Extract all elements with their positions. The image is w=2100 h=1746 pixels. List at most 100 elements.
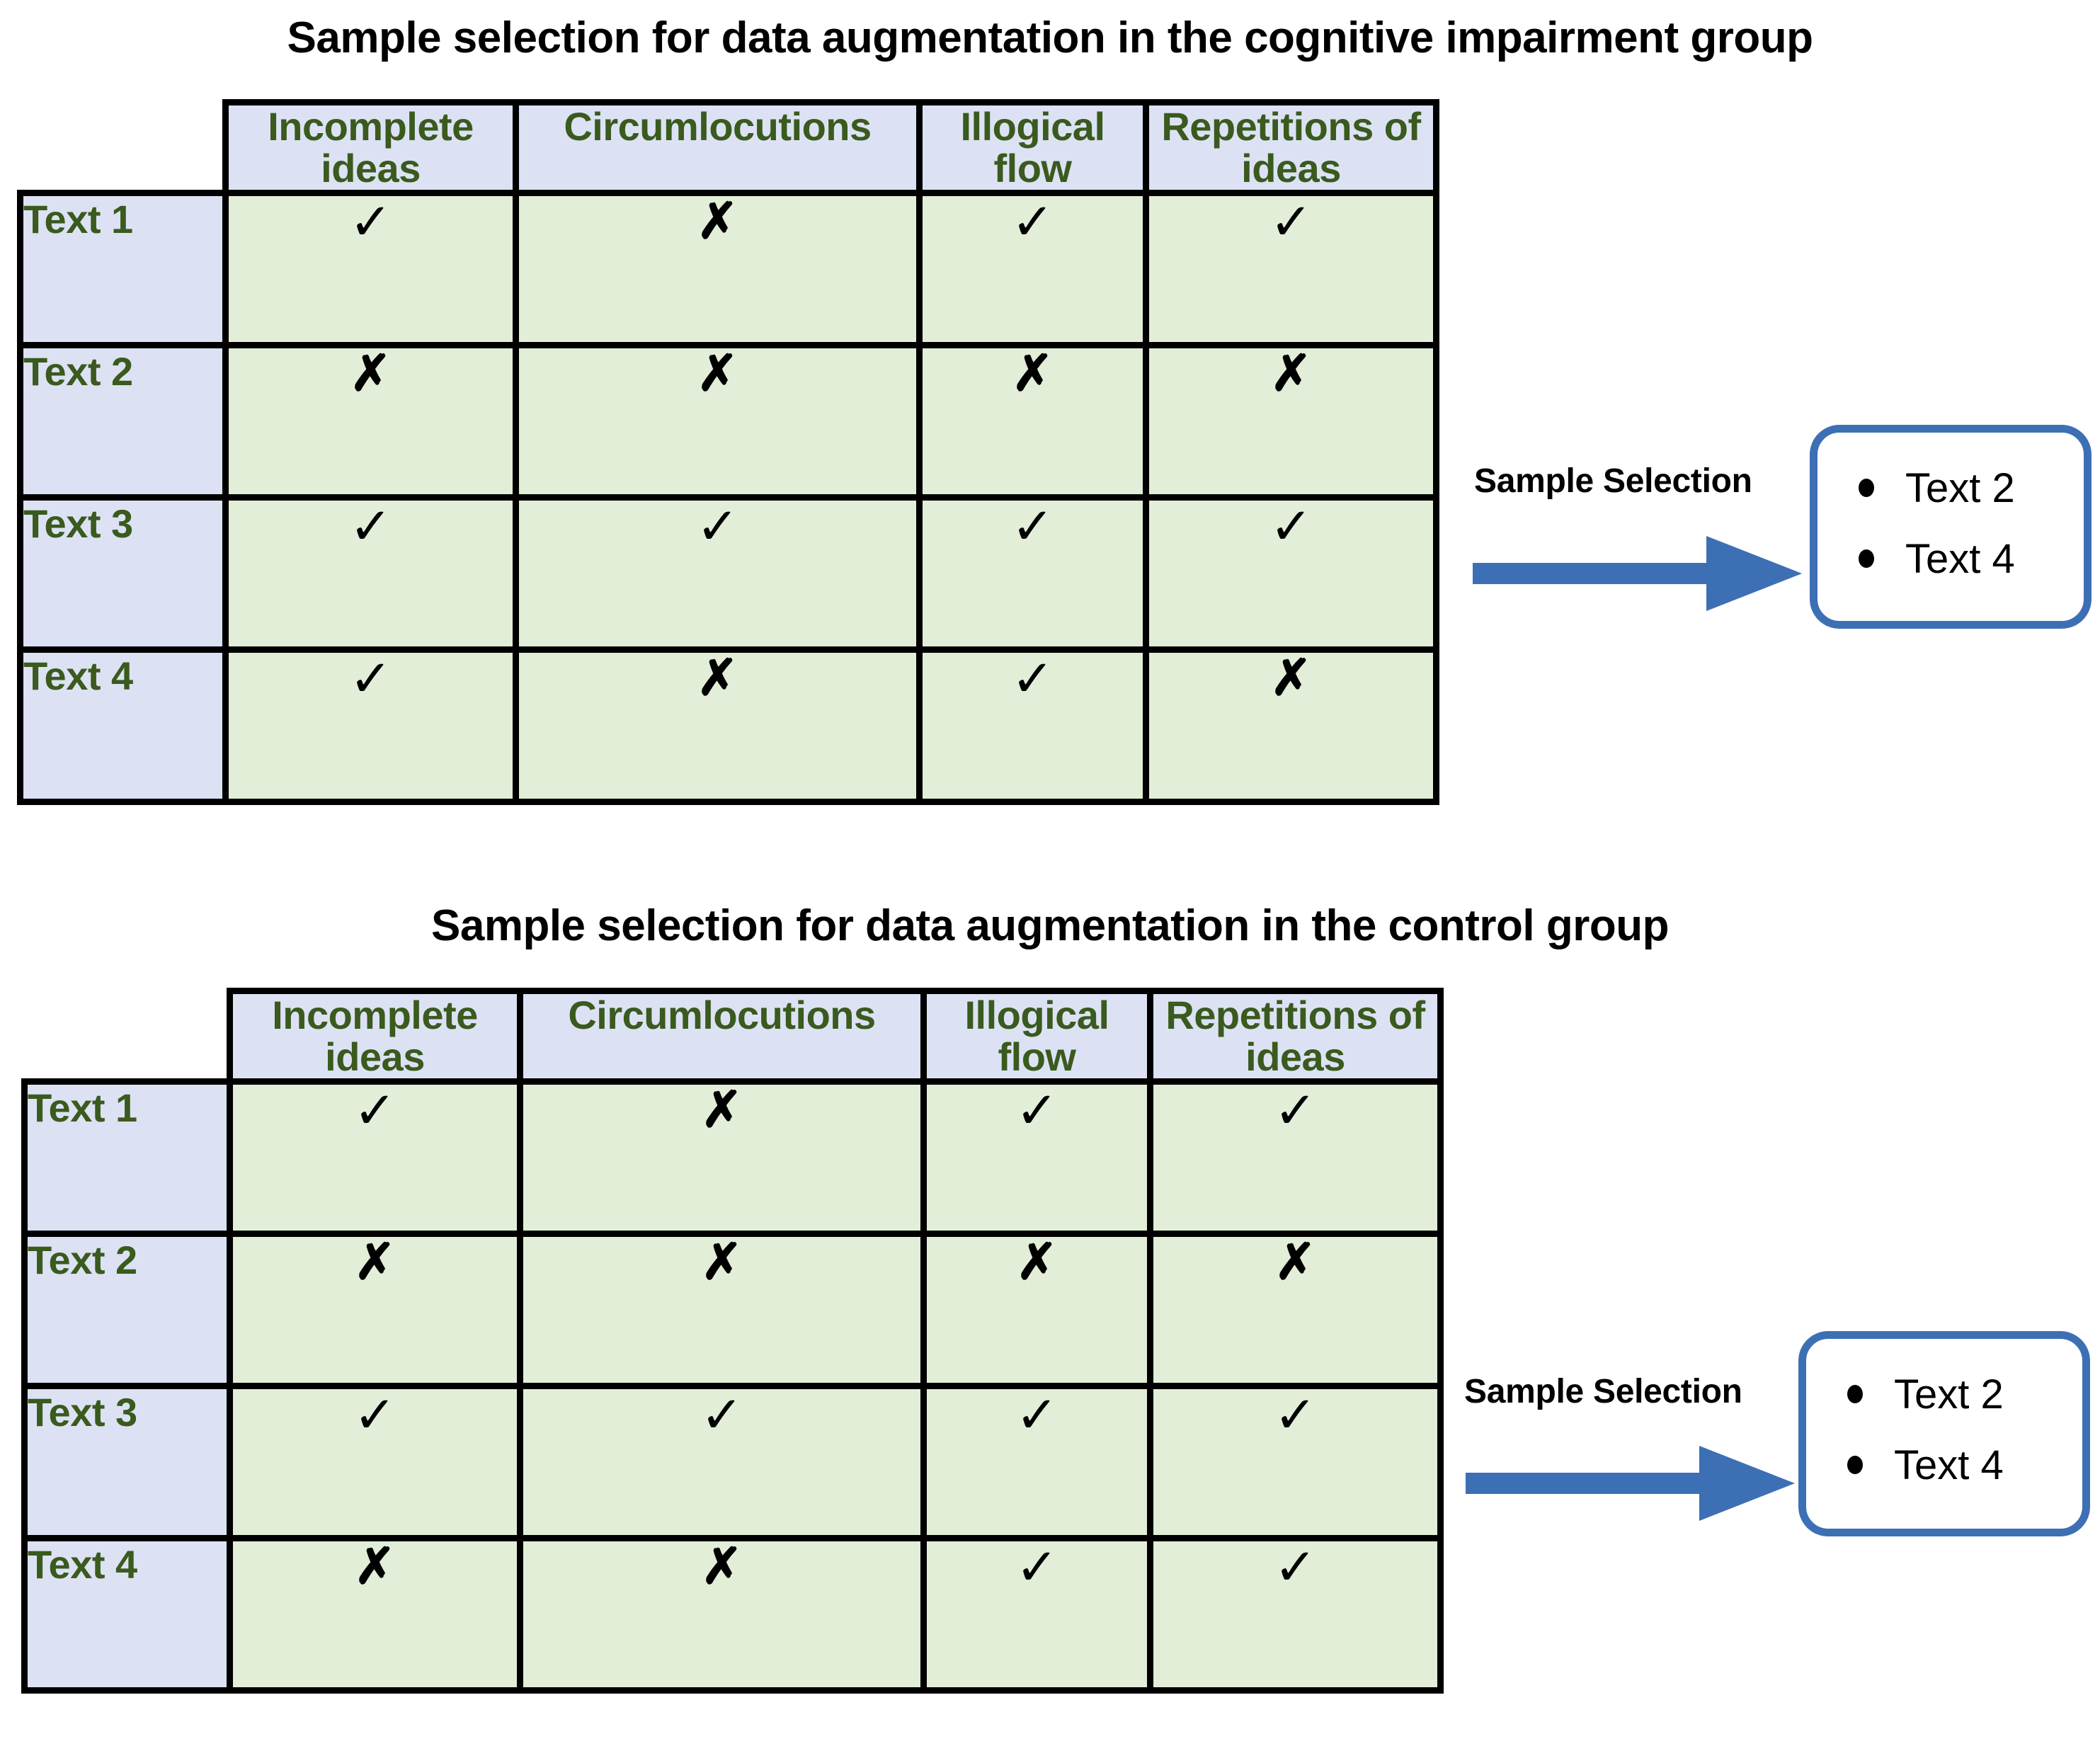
selected-samples-box: Text 2 Text 4 xyxy=(1810,425,2092,629)
cross-icon: ✗ xyxy=(1274,1233,1316,1289)
cell-text4-repetitions-of-ideas: ✗ xyxy=(1143,646,1439,805)
bullet-icon xyxy=(1847,1385,1863,1403)
check-icon: ✓ xyxy=(1015,1384,1058,1444)
selected-samples-list: Text 2 Text 4 xyxy=(1859,452,2015,594)
row-label-text-3: Text 3 xyxy=(21,1382,233,1541)
table-row: Text 1 ✓ ✗ ✓ ✓ xyxy=(17,189,1439,348)
check-icon: ✓ xyxy=(1274,1536,1317,1597)
table-header-row: Incomplete ideas Circumlocutions Illogic… xyxy=(21,99,1439,196)
column-header-circumlocutions: Circumlocutions xyxy=(513,99,923,196)
row-label-text-3: Text 3 xyxy=(17,493,229,653)
cell-text3-incomplete-ideas: ✓ xyxy=(227,1382,523,1541)
selection-matrix: Incomplete ideas Circumlocutions Illogic… xyxy=(21,988,1444,1694)
check-icon: ✓ xyxy=(349,496,392,556)
cross-icon: ✗ xyxy=(697,649,738,705)
column-header-illogical-flow: Illogical flow xyxy=(920,988,1153,1085)
selection-matrix: Incomplete ideas Circumlocutions Illogic… xyxy=(17,99,1439,805)
column-header-illogical-flow: Illogical flow xyxy=(916,99,1149,196)
sample-selection-label: Sample Selection xyxy=(1464,1373,1742,1410)
cell-text1-circumlocutions: ✗ xyxy=(513,189,923,348)
cell-text1-circumlocutions: ✗ xyxy=(517,1078,927,1237)
list-item: Text 2 xyxy=(1859,452,2015,523)
arrow-right-icon xyxy=(1466,1446,1795,1521)
row-label-text-4: Text 4 xyxy=(17,646,229,805)
cross-icon: ✗ xyxy=(350,345,392,401)
selected-sample-label: Text 2 xyxy=(1905,464,2015,511)
cell-text4-illogical-flow: ✓ xyxy=(916,646,1149,805)
cross-icon: ✗ xyxy=(701,1081,743,1137)
row-label-text-2: Text 2 xyxy=(21,1230,233,1389)
cell-text3-illogical-flow: ✓ xyxy=(916,493,1149,653)
corner-spacer xyxy=(21,103,226,193)
cell-text3-repetitions-of-ideas: ✓ xyxy=(1143,493,1439,653)
cell-text3-repetitions-of-ideas: ✓ xyxy=(1147,1382,1444,1541)
table-header-row: Incomplete ideas Circumlocutions Illogic… xyxy=(25,988,1444,1085)
check-icon: ✓ xyxy=(353,1080,396,1140)
table-row: Text 2 ✗ ✗ ✗ ✗ xyxy=(17,341,1439,501)
column-header-incomplete-ideas: Incomplete ideas xyxy=(222,99,519,196)
cell-text2-illogical-flow: ✗ xyxy=(920,1230,1153,1389)
row-label-text-2: Text 2 xyxy=(17,341,229,501)
cell-text4-repetitions-of-ideas: ✓ xyxy=(1147,1534,1444,1694)
cell-text2-repetitions-of-ideas: ✗ xyxy=(1147,1230,1444,1389)
cell-text4-circumlocutions: ✗ xyxy=(513,646,923,805)
table-row: Text 3 ✓ ✓ ✓ ✓ xyxy=(17,493,1439,653)
selected-sample-label: Text 4 xyxy=(1894,1442,2004,1488)
column-header-repetitions-of-ideas: Repetitions of ideas xyxy=(1147,988,1444,1085)
bullet-icon xyxy=(1847,1456,1863,1474)
cell-text3-circumlocutions: ✓ xyxy=(513,493,923,653)
cell-text4-incomplete-ideas: ✗ xyxy=(227,1534,523,1694)
cell-text1-illogical-flow: ✓ xyxy=(916,189,1149,348)
arrow-right-icon xyxy=(1473,536,1802,611)
cell-text1-incomplete-ideas: ✓ xyxy=(227,1078,523,1237)
table-row: Text 4 ✓ ✗ ✓ ✗ xyxy=(17,646,1439,805)
cell-text3-illogical-flow: ✓ xyxy=(920,1382,1153,1541)
check-icon: ✓ xyxy=(1011,191,1054,251)
table-row: Text 4 ✗ ✗ ✓ ✓ xyxy=(21,1534,1444,1694)
cell-text1-incomplete-ideas: ✓ xyxy=(222,189,519,348)
cell-text1-illogical-flow: ✓ xyxy=(920,1078,1153,1237)
row-label-text-1: Text 1 xyxy=(21,1078,233,1237)
panel-title: Sample selection for data augmentation i… xyxy=(287,13,1813,62)
cell-text1-repetitions-of-ideas: ✓ xyxy=(1143,189,1439,348)
cell-text3-circumlocutions: ✓ xyxy=(517,1382,927,1541)
selected-samples-box: Text 2 Text 4 xyxy=(1798,1331,2090,1536)
cross-icon: ✗ xyxy=(354,1538,396,1594)
table-row: Text 2 ✗ ✗ ✗ ✗ xyxy=(21,1230,1444,1389)
cross-icon: ✗ xyxy=(701,1538,743,1594)
check-icon: ✓ xyxy=(1015,1080,1058,1140)
bullet-icon xyxy=(1859,549,1874,568)
cross-icon: ✗ xyxy=(1270,345,1312,401)
check-icon: ✓ xyxy=(700,1384,743,1444)
column-header-repetitions-of-ideas: Repetitions of ideas xyxy=(1143,99,1439,196)
cell-text2-incomplete-ideas: ✗ xyxy=(222,341,519,501)
selected-sample-label: Text 2 xyxy=(1894,1371,2004,1417)
check-icon: ✓ xyxy=(1015,1536,1058,1597)
cross-icon: ✗ xyxy=(1012,345,1054,401)
cell-text2-circumlocutions: ✗ xyxy=(517,1230,927,1389)
check-icon: ✓ xyxy=(1269,496,1313,556)
cell-text4-circumlocutions: ✗ xyxy=(517,1534,927,1694)
cross-icon: ✗ xyxy=(354,1233,396,1289)
row-label-text-1: Text 1 xyxy=(17,189,229,348)
check-icon: ✓ xyxy=(1269,191,1313,251)
cell-text4-illogical-flow: ✓ xyxy=(920,1534,1153,1694)
bullet-icon xyxy=(1859,479,1874,497)
cross-icon: ✗ xyxy=(697,193,738,249)
check-icon: ✓ xyxy=(349,191,392,251)
corner-spacer xyxy=(25,991,230,1082)
panel-title: Sample selection for data augmentation i… xyxy=(430,901,1670,950)
cell-text1-repetitions-of-ideas: ✓ xyxy=(1147,1078,1444,1237)
check-icon: ✓ xyxy=(696,496,739,556)
cross-icon: ✗ xyxy=(1270,649,1312,705)
list-item: Text 2 xyxy=(1847,1359,2004,1430)
column-header-incomplete-ideas: Incomplete ideas xyxy=(227,988,523,1085)
cell-text3-incomplete-ideas: ✓ xyxy=(222,493,519,653)
cell-text2-repetitions-of-ideas: ✗ xyxy=(1143,341,1439,501)
table-row: Text 3 ✓ ✓ ✓ ✓ xyxy=(21,1382,1444,1541)
check-icon: ✓ xyxy=(1011,496,1054,556)
selected-samples-list: Text 2 Text 4 xyxy=(1847,1359,2004,1500)
check-icon: ✓ xyxy=(1274,1384,1317,1444)
row-label-text-4: Text 4 xyxy=(21,1534,233,1694)
check-icon: ✓ xyxy=(349,648,392,708)
